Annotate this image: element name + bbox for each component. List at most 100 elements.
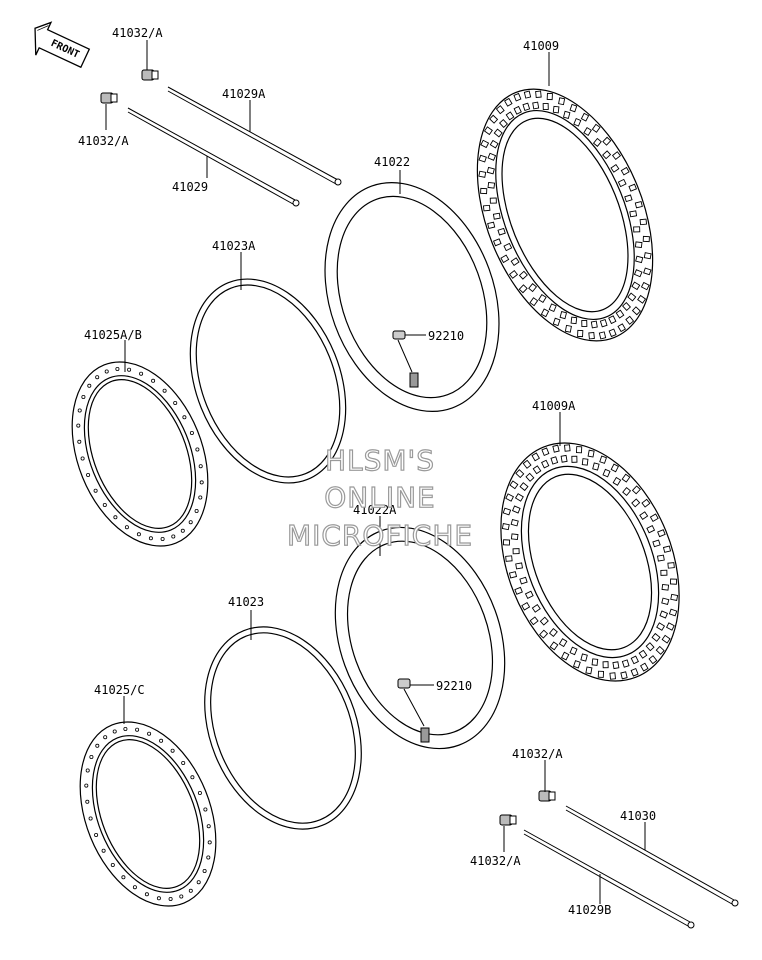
tread-knob <box>500 254 510 264</box>
tread-knob <box>592 137 602 147</box>
tread-knob <box>573 117 582 127</box>
spoke-hole <box>168 897 173 902</box>
tread-knob <box>515 469 525 479</box>
valve-92210-bottom <box>397 678 430 743</box>
spoke-hole <box>189 430 194 435</box>
spoke-hole <box>112 729 117 734</box>
rim-band-41023a <box>189 278 347 484</box>
spoke-hole <box>101 848 106 853</box>
tread-knob <box>627 292 637 302</box>
tread-knob <box>511 505 521 514</box>
tread-knob <box>542 102 549 111</box>
spoke-hole <box>76 423 81 428</box>
rim-41025ab <box>71 361 209 547</box>
label-41029b: 41029B <box>568 903 611 917</box>
tread-knob <box>514 493 524 502</box>
label-41023: 41023 <box>228 595 264 609</box>
tread-knob <box>489 114 499 124</box>
tread-knob <box>634 241 643 249</box>
spoke-hole <box>87 383 92 388</box>
label-41029a: 41029A <box>222 87 266 101</box>
tread-knob <box>633 226 641 233</box>
tread-knob <box>480 139 490 149</box>
spoke-hole <box>84 783 89 788</box>
spoke-hole <box>85 768 90 773</box>
tread-knob <box>643 267 652 276</box>
tread-knob <box>638 649 648 659</box>
tread-knob <box>509 480 519 490</box>
spoke-41029a <box>167 86 342 186</box>
tread-knob <box>631 485 641 495</box>
tread-knob <box>569 103 578 113</box>
tread-knob <box>512 548 520 555</box>
tread-knob <box>575 446 583 454</box>
tread-knob <box>628 183 638 192</box>
tread-knob <box>501 523 510 531</box>
watermark-line-3: MICROFICHE <box>287 519 473 552</box>
spoke-hole <box>190 775 195 780</box>
tread-knob <box>546 92 553 101</box>
tread-knob <box>532 465 542 475</box>
spoke-hole <box>121 875 126 880</box>
tread-knob <box>552 444 560 453</box>
tread-knob <box>478 170 487 178</box>
tread-knob <box>631 306 641 316</box>
tread-knob <box>510 257 520 266</box>
tread-knob <box>569 646 578 656</box>
tread-knob <box>640 662 649 672</box>
spoke-hole <box>148 536 153 541</box>
tread-knob <box>670 593 679 601</box>
spoke-hole <box>132 885 137 890</box>
spoke-hole <box>197 791 202 796</box>
tread-knob <box>661 583 670 591</box>
tread-knob <box>652 539 661 548</box>
tread-knob <box>540 308 550 318</box>
spoke-hole <box>85 799 90 804</box>
tread-knob <box>661 597 670 606</box>
tread-knob <box>608 315 617 325</box>
tread-knob <box>480 187 488 195</box>
label-41029: 41029 <box>172 180 208 194</box>
rim-band-41023 <box>204 626 362 830</box>
tread-knob <box>549 641 559 651</box>
rim-41025c <box>79 721 217 907</box>
tread-knob <box>599 455 608 464</box>
tread-knob <box>548 303 557 313</box>
label-41032a-bottom-2: 41032/A <box>470 854 521 868</box>
tread-knob <box>637 294 647 304</box>
label-41025c: 41025/C <box>94 683 145 697</box>
spoke-hole <box>188 888 193 893</box>
spoke-hole <box>89 755 94 760</box>
tread-knob <box>590 320 598 329</box>
tread-knob <box>548 627 558 638</box>
spoke-hole <box>194 508 199 513</box>
spoke-hole <box>136 532 141 537</box>
tread-knob <box>522 459 532 469</box>
spoke-hole <box>196 880 201 885</box>
tread-knob <box>550 456 559 465</box>
tread-knob <box>514 586 523 595</box>
tread-knob <box>498 118 509 129</box>
tread-knob <box>505 555 513 562</box>
tread-knob <box>630 667 639 677</box>
tread-knob <box>513 105 522 115</box>
spoke-hole <box>181 761 186 766</box>
tread-knob <box>493 128 503 138</box>
spoke-hole <box>171 534 176 539</box>
tread-knob <box>508 269 519 279</box>
tread-knob <box>662 545 672 553</box>
tread-knob <box>646 525 656 534</box>
tread-knob <box>612 476 622 486</box>
label-41032a-top-2: 41032/A <box>78 134 129 148</box>
spoke-hole <box>147 731 152 736</box>
watermark-line-1: HLSM'S <box>325 444 435 477</box>
tread-knob <box>564 444 571 452</box>
tread-knob <box>571 455 578 463</box>
valve-nut-bottom-2 <box>499 814 517 826</box>
spoke-hole <box>195 447 200 452</box>
spoke-hole <box>162 388 167 393</box>
tread-knob <box>625 315 635 325</box>
label-41032a-bottom-1: 41032/A <box>512 747 563 761</box>
tread-knob <box>518 284 528 294</box>
tread-knob <box>583 127 592 136</box>
